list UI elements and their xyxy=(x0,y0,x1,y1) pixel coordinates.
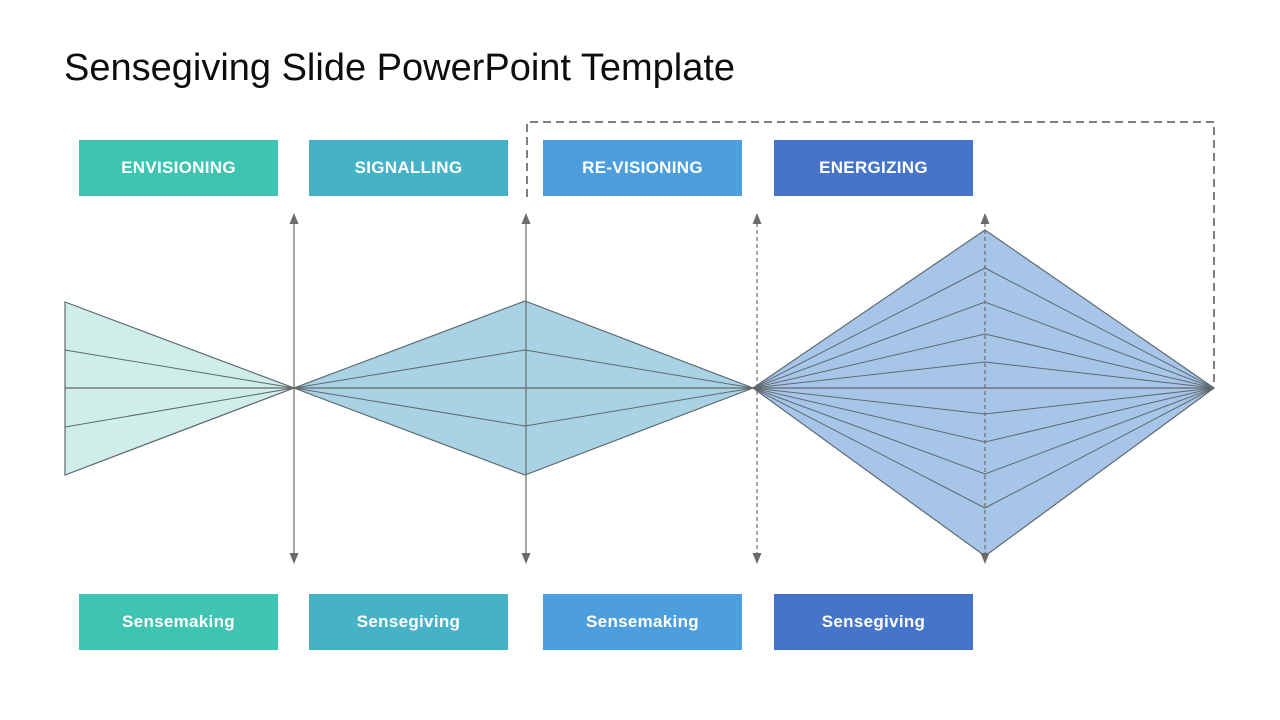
arrowhead-up-icon xyxy=(521,213,531,224)
phase-box-revisioning: RE-VISIONING xyxy=(543,140,742,196)
sense-box-sensemaking-1: Sensemaking xyxy=(79,594,278,650)
sense-box-sensegiving-1: Sensegiving xyxy=(309,594,508,650)
arrowhead-up-icon xyxy=(752,213,762,224)
slide-title: Sensegiving Slide PowerPoint Template xyxy=(64,47,736,89)
funnel-fan-line xyxy=(64,349,295,389)
phase-box-envisioning: ENVISIONING xyxy=(79,140,278,196)
arrowhead-down-icon xyxy=(752,553,762,564)
arrowhead-down-icon xyxy=(521,553,531,564)
arrowhead-down-icon xyxy=(980,553,990,564)
arrowhead-up-icon xyxy=(980,213,990,224)
funnel-fan-line xyxy=(64,387,295,428)
sense-box-sensegiving-2: Sensegiving xyxy=(774,594,973,650)
phase-box-signalling: SIGNALLING xyxy=(309,140,508,196)
phase-box-energizing: ENERGIZING xyxy=(774,140,973,196)
feedback-dashed-connector xyxy=(526,121,1215,384)
sense-box-sensemaking-2: Sensemaking xyxy=(543,594,742,650)
arrowhead-up-icon xyxy=(289,213,299,224)
arrowhead-down-icon xyxy=(289,553,299,564)
